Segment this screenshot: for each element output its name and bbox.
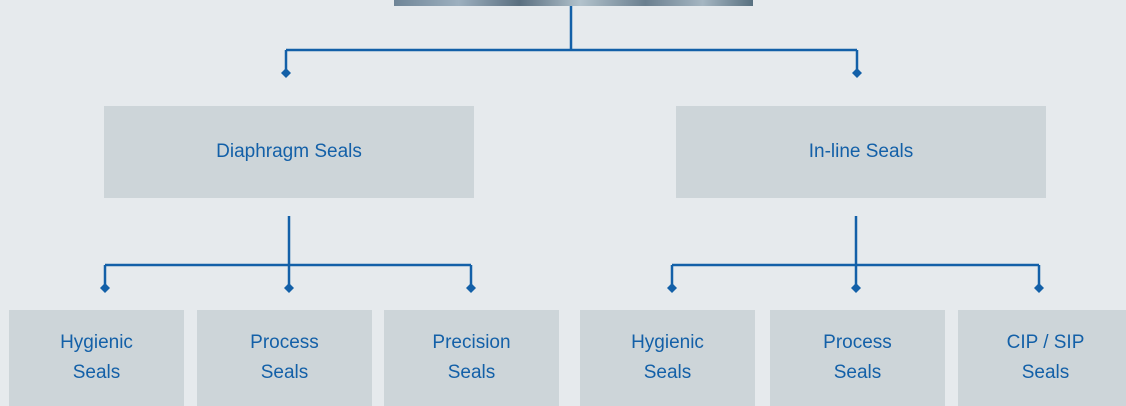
node-hygienic-seals-diaphragm[interactable]: Hygienic Seals [9, 310, 184, 406]
node-label-line1: CIP / SIP [1006, 332, 1085, 353]
node-label-line2: Seals [1021, 362, 1070, 383]
node-label-line2: Seals [833, 362, 882, 383]
node-process-seals-diaphragm[interactable]: Process Seals [197, 310, 372, 406]
node-label-line1: Process [250, 332, 319, 353]
node-label-line2: Seals [260, 362, 309, 383]
node-cip-sip-seals[interactable]: CIP / SIP Seals [958, 310, 1126, 406]
header-image [394, 0, 753, 6]
node-process-seals-inline[interactable]: Process Seals [770, 310, 945, 406]
connector-arrowhead-diaphragm-0 [100, 283, 110, 293]
connector-arrowhead-diaphragm-2 [466, 283, 476, 293]
node-precision-seals[interactable]: Precision Seals [384, 310, 559, 406]
node-label-line2: Seals [643, 362, 692, 383]
connector-arrowhead-inline-0 [667, 283, 677, 293]
node-label-line2: Seals [447, 362, 496, 383]
node-label: Diaphragm Seals [216, 141, 362, 162]
connector-arrowhead-inline [852, 68, 862, 78]
node-diaphragm-seals[interactable]: Diaphragm Seals [104, 106, 474, 198]
node-label-line1: Hygienic [60, 332, 133, 353]
connector-arrowhead-diaphragm-1 [284, 283, 294, 293]
node-hygienic-seals-inline[interactable]: Hygienic Seals [580, 310, 755, 406]
node-label-line1: Hygienic [631, 332, 704, 353]
node-label-line1: Process [823, 332, 892, 353]
node-label-line2: Seals [72, 362, 121, 383]
node-in-line-seals[interactable]: In-line Seals [676, 106, 1046, 198]
node-label-line1: Precision [432, 332, 511, 353]
node-label: In-line Seals [808, 141, 914, 162]
connector-arrowhead-diaphragm [281, 68, 291, 78]
connector-arrowhead-inline-2 [1034, 283, 1044, 293]
connector-arrowhead-inline-1 [851, 283, 861, 293]
